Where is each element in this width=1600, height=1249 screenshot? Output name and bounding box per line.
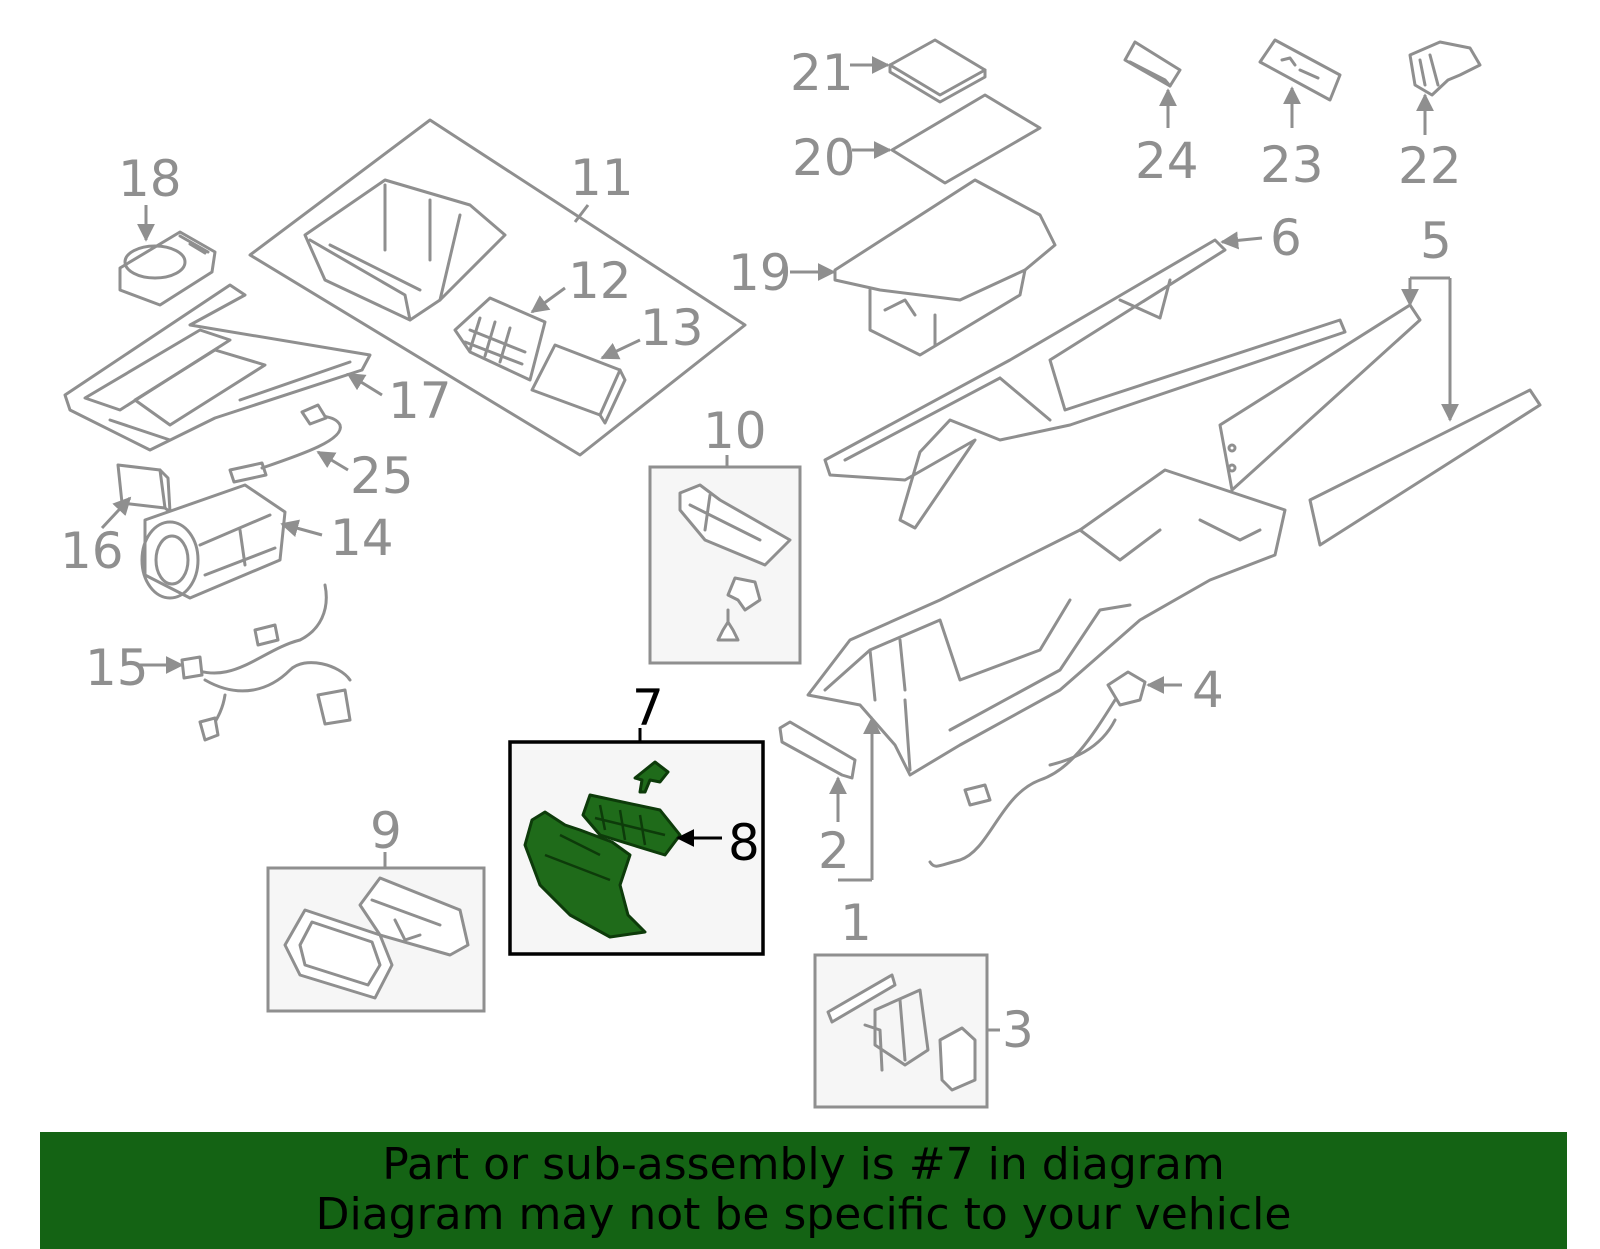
callout-19: 19	[728, 244, 792, 302]
callout-6: 6	[1270, 209, 1302, 267]
callout-4: 4	[1192, 661, 1224, 719]
callout-11: 11	[570, 149, 634, 207]
banner-line-2: Diagram may not be specific to your vehi…	[315, 1189, 1292, 1240]
part-6-console-top-trim[interactable]: 6	[823, 209, 1347, 530]
callout-2: 2	[818, 822, 850, 880]
part-9-inset-box[interactable]: 9	[266, 802, 486, 1013]
callout-7: 7	[632, 679, 664, 737]
part-1-console-body[interactable]: 1	[806, 468, 1287, 952]
callout-25: 25	[350, 447, 414, 505]
part-10-inset-box[interactable]: 10	[648, 402, 802, 665]
part-7-highlighted-assembly[interactable]: 7 8	[508, 679, 765, 956]
callout-14: 14	[330, 509, 394, 567]
part-22-knob[interactable]: 22	[1398, 40, 1482, 195]
part-3-inset-box[interactable]: 3	[813, 953, 1034, 1109]
part-14-cupholder-assembly[interactable]: 14	[140, 483, 394, 600]
callout-16: 16	[60, 522, 124, 580]
info-banner: Part or sub-assembly is #7 in diagram Di…	[40, 1132, 1567, 1249]
callout-12: 12	[568, 252, 632, 310]
callout-22: 22	[1398, 137, 1462, 195]
part-19-armrest-lid[interactable]: 19	[728, 178, 1057, 357]
callout-5: 5	[1420, 212, 1452, 270]
banner-line-1: Part or sub-assembly is #7 in diagram	[382, 1139, 1225, 1190]
part-17-console-trim-panel[interactable]: 17	[63, 283, 452, 452]
part-23-switch-plate[interactable]: 23	[1258, 38, 1342, 194]
part-13-storage-insert[interactable]: 13	[530, 299, 704, 425]
callout-10: 10	[703, 402, 767, 460]
callout-20: 20	[792, 129, 856, 187]
highlighted-switch-module[interactable]	[581, 793, 682, 857]
callout-9: 9	[370, 802, 402, 860]
highlighted-trim-panel[interactable]	[523, 810, 647, 939]
part-21-mat[interactable]: 21	[790, 38, 987, 104]
callout-8: 8	[728, 814, 760, 872]
callout-1: 1	[840, 894, 872, 952]
callout-15: 15	[85, 639, 149, 697]
part-20-liner[interactable]: 20	[792, 93, 1042, 187]
part-25-wire-harness-small[interactable]: 25	[228, 403, 414, 505]
part-5-side-panels[interactable]: 5	[1218, 212, 1542, 547]
part-12-vent-grille[interactable]: 12	[453, 252, 632, 382]
callout-21: 21	[790, 44, 854, 102]
callout-13: 13	[640, 299, 704, 357]
highlighted-clip[interactable]	[633, 760, 670, 794]
part-18-shifter-boot-ring[interactable]: 18	[118, 150, 217, 307]
part-2-bracket[interactable]: 2	[778, 720, 857, 880]
part-11-upper-console-group[interactable]: 11	[248, 118, 747, 457]
callout-18: 18	[118, 150, 182, 208]
part-15-wiring-harness[interactable]: 15	[85, 583, 352, 742]
part-4-wiring-harness[interactable]: 4	[928, 661, 1224, 868]
part-24-cover[interactable]: 24	[1123, 40, 1199, 190]
part-16-switch-blank[interactable]: 16	[60, 463, 172, 580]
callout-17: 17	[388, 372, 452, 430]
callout-3: 3	[1002, 1001, 1034, 1059]
callout-24: 24	[1135, 132, 1199, 190]
callout-23: 23	[1260, 136, 1324, 194]
